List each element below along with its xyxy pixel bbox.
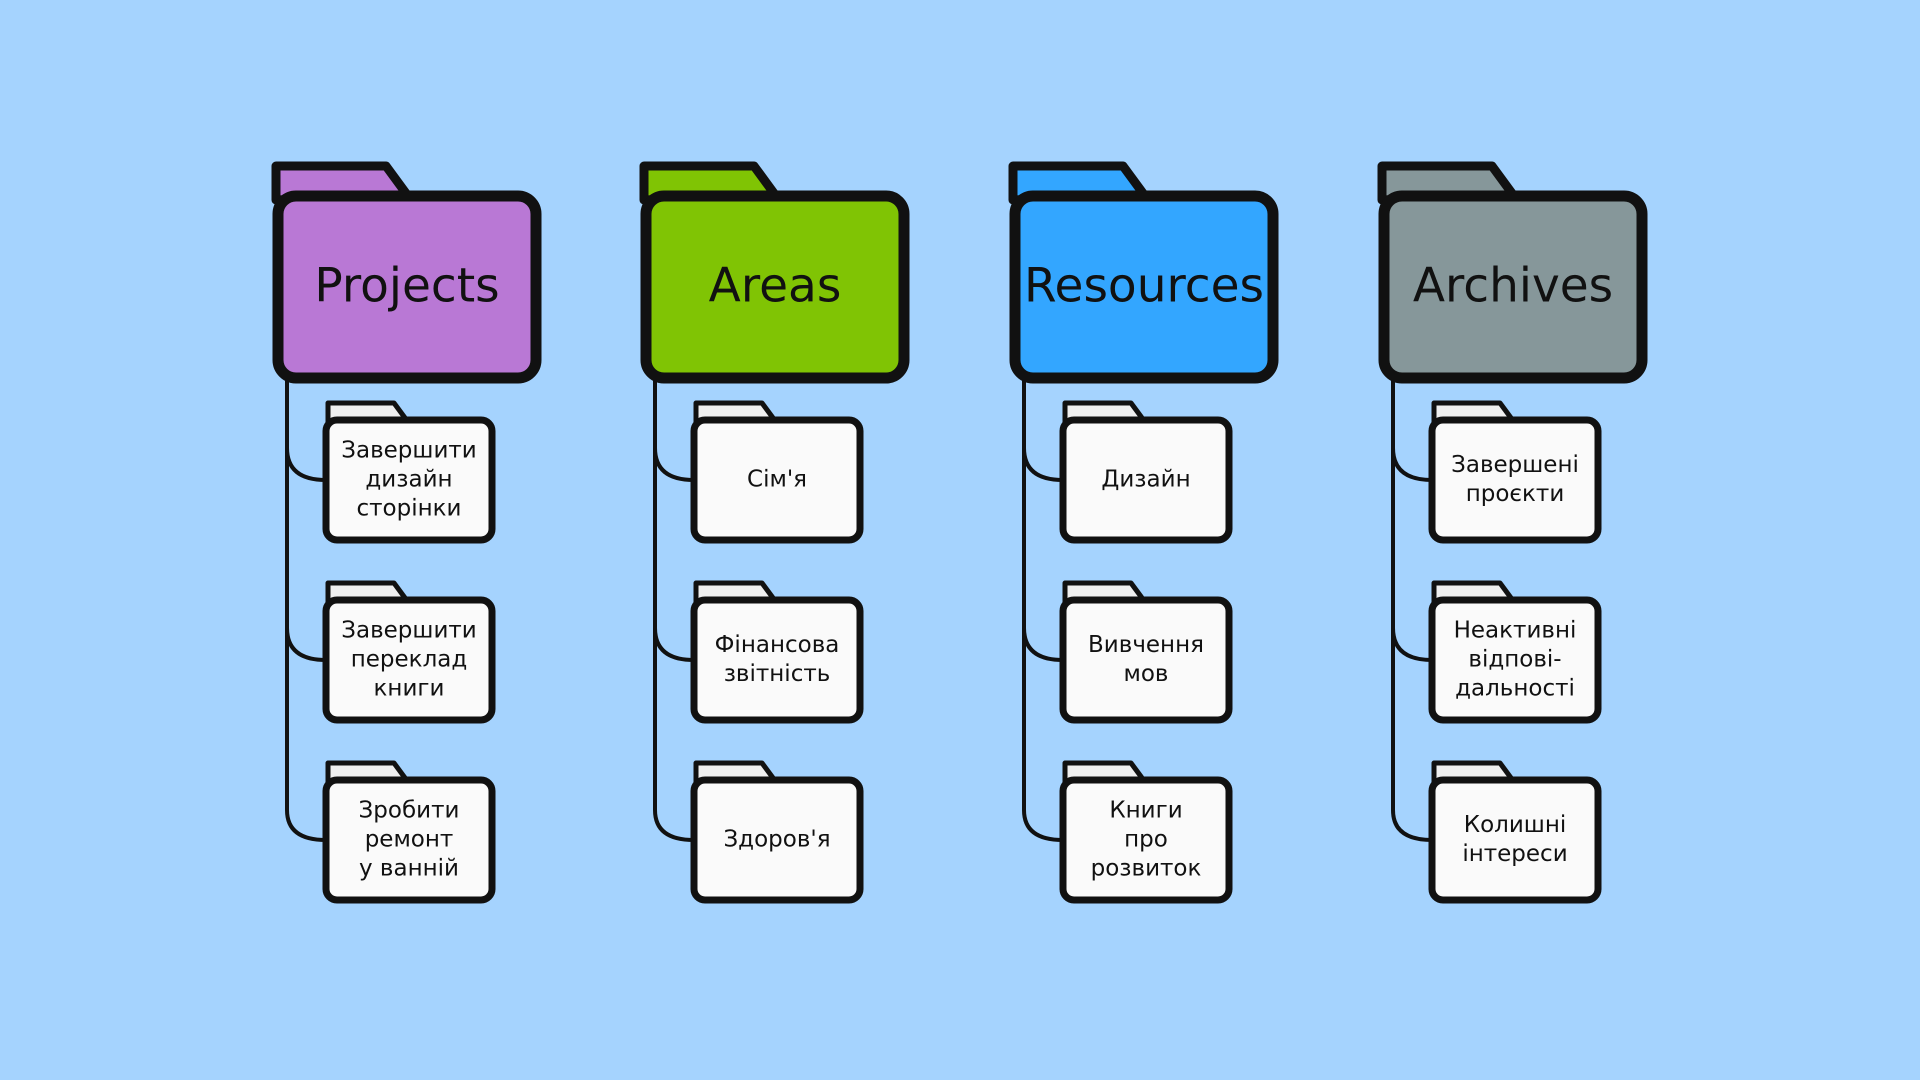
tree-connector — [653, 372, 695, 842]
subfolder-body — [1428, 596, 1602, 724]
subfolder-label: дальності — [1455, 676, 1575, 702]
subfolder-body — [1428, 776, 1602, 904]
tree-branch — [285, 447, 327, 482]
subfolder[interactable]: Неактивні відпові-дальності — [1428, 580, 1602, 724]
folder-body — [1009, 190, 1279, 384]
subfolder-label: Завершити — [341, 438, 476, 464]
subfolder[interactable]: Дизайн — [1059, 400, 1233, 544]
subfolder-label: Фінансова — [715, 632, 840, 658]
category-label: Projects — [314, 259, 499, 314]
tree-branch — [1391, 627, 1433, 662]
category-label: Resources — [1024, 259, 1264, 314]
subfolder-body — [1059, 416, 1233, 544]
folder-icon[interactable]: Resources — [1008, 161, 1279, 384]
subfolder-body — [322, 416, 496, 544]
subfolder-label: дизайн — [365, 467, 452, 493]
subfolder-body — [1059, 776, 1233, 904]
subfolder[interactable]: Вивчення мов — [1059, 580, 1233, 724]
subfolder[interactable]: Завершити переклад книги — [322, 580, 496, 724]
subfolder[interactable]: Здоров'я — [690, 760, 864, 904]
subfolder-label: Вивчення — [1088, 632, 1204, 658]
subfolder-label: розвиток — [1091, 856, 1202, 882]
subfolder-label: мов — [1124, 661, 1169, 687]
subfolder[interactable]: Книги про розвиток — [1059, 760, 1233, 904]
folder-body — [1378, 190, 1648, 384]
subfolder-label: Книги — [1109, 798, 1182, 824]
subfolder[interactable]: Фінансова звітність — [690, 580, 864, 724]
tree-branch — [653, 627, 695, 662]
subfolder-label: Здоров'я — [723, 827, 830, 853]
tree-branch — [653, 447, 695, 482]
subfolder-label: про — [1124, 827, 1168, 853]
category-label: Archives — [1413, 259, 1613, 314]
subfolder-label: Завершити — [341, 618, 476, 644]
subfolder-label: звітність — [724, 661, 831, 687]
subfolder[interactable]: Зробити ремонт у ванній — [322, 760, 496, 904]
subfolder-body — [1428, 416, 1602, 544]
subfolder-label: Колишні — [1464, 812, 1567, 838]
category-label: Areas — [709, 259, 842, 314]
folder-body — [272, 190, 542, 384]
folder-icon[interactable]: Projects — [271, 161, 542, 384]
subfolder[interactable]: Сім'я — [690, 400, 864, 544]
folder-body — [640, 190, 910, 384]
category-projects: ProjectsЗавершитидизайнсторінкиЗавершити… — [271, 161, 542, 904]
subfolder-label: відпові- — [1468, 647, 1561, 673]
tree-connector — [285, 372, 327, 842]
subfolder-label: ремонт — [365, 827, 454, 853]
subfolder-label: Завершені — [1451, 452, 1579, 478]
subfolder-body — [1059, 596, 1233, 724]
subfolder-body — [690, 596, 864, 724]
subfolder[interactable]: Завершені проєкти — [1428, 400, 1602, 544]
subfolder-label: у ванній — [359, 856, 459, 882]
subfolder-label: Зробити — [359, 798, 460, 824]
subfolder-label: Дизайн — [1101, 467, 1190, 493]
tree-branch — [285, 627, 327, 662]
subfolder-label: Сім'я — [747, 467, 807, 493]
tree-connector — [1022, 372, 1064, 842]
subfolder-body — [690, 416, 864, 544]
folder-icon[interactable]: Archives — [1377, 161, 1648, 384]
subfolder-body — [322, 596, 496, 724]
tree-branch — [1022, 447, 1064, 482]
tree-branch — [1391, 447, 1433, 482]
subfolder[interactable]: Завершити дизайн сторінки — [322, 400, 496, 544]
folder-icon[interactable]: Areas — [639, 161, 910, 384]
subfolder-body — [690, 776, 864, 904]
tree-connector — [1391, 372, 1433, 842]
subfolder-body — [322, 776, 496, 904]
subfolder[interactable]: Колишні інтереси — [1428, 760, 1602, 904]
subfolder-label: Неактивні — [1454, 618, 1577, 644]
subfolder-label: проєкти — [1466, 481, 1565, 507]
tree-branch — [1022, 627, 1064, 662]
subfolder-label: переклад — [351, 647, 468, 673]
subfolder-label: інтереси — [1462, 841, 1567, 867]
subfolder-label: сторінки — [357, 496, 462, 522]
subfolder-label: книги — [374, 676, 445, 702]
